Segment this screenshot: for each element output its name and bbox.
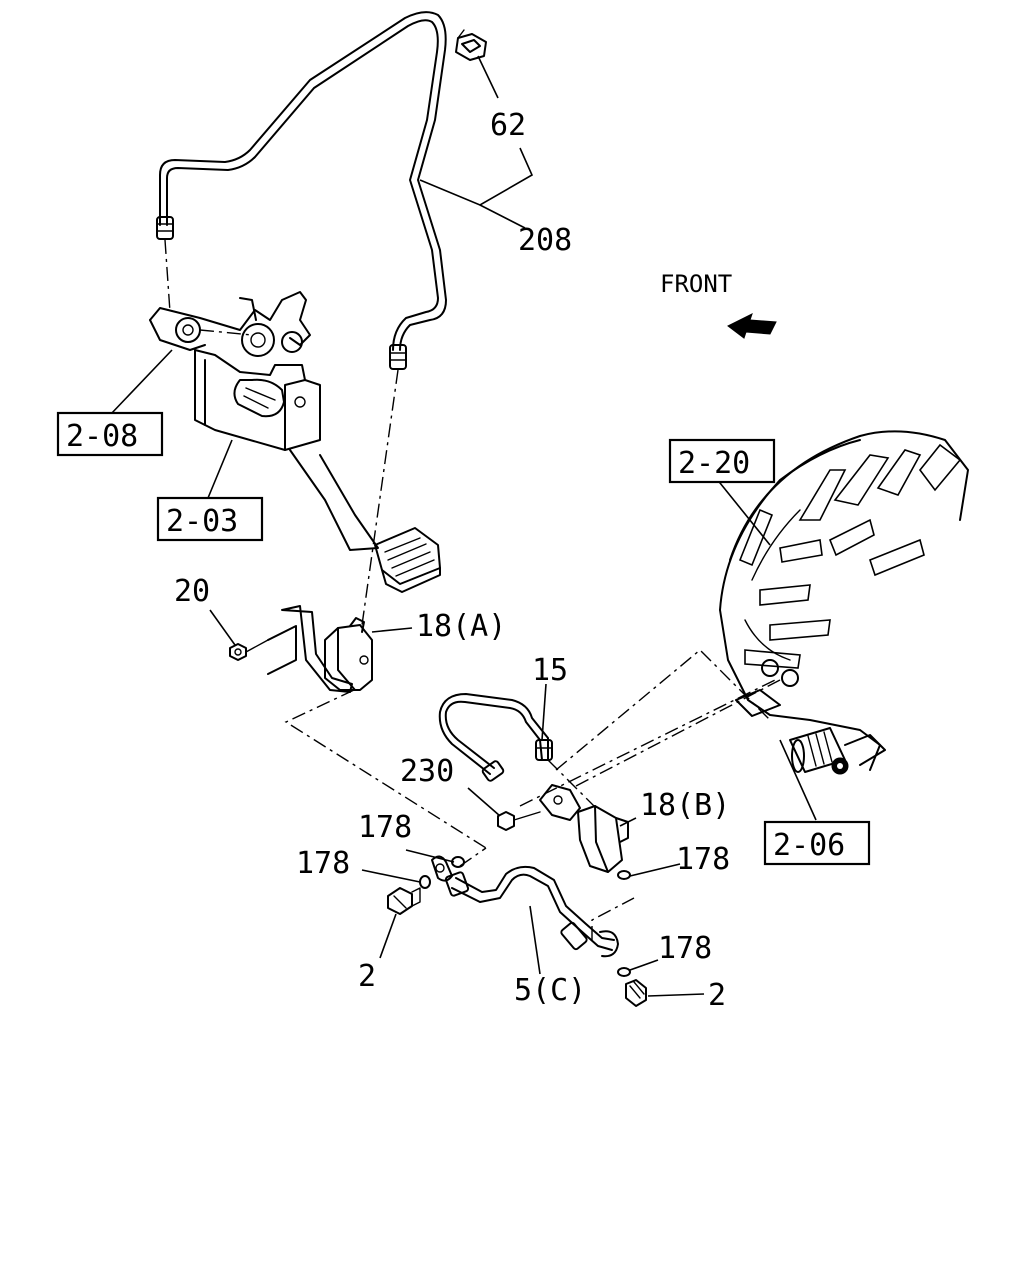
callout-208: 208 <box>518 223 572 258</box>
callout-18a: 18(A) <box>416 609 506 644</box>
callout-62: 62 <box>490 108 526 143</box>
release-cylinder <box>789 727 886 775</box>
ref-2-03-label: 2-03 <box>166 504 238 539</box>
callout-178-upper: 178 <box>358 810 412 845</box>
washer-178-right <box>617 870 631 880</box>
callout-178-left: 178 <box>296 846 350 881</box>
ref-2-08-label: 2-08 <box>66 419 138 454</box>
eye-bolt-2-right <box>625 979 647 1007</box>
ref-box-2-08[interactable]: 2-08 <box>56 411 164 457</box>
ref-box-2-06[interactable]: 2-06 <box>763 820 871 866</box>
callout-15: 15 <box>532 653 568 688</box>
front-indicator: FRONT <box>660 270 777 339</box>
ref-box-2-03[interactable]: 2-03 <box>156 496 264 542</box>
ref-2-20-label: 2-20 <box>678 446 750 481</box>
clutch-hose-5c <box>431 855 619 958</box>
callout-5c: 5(C) <box>514 973 586 1008</box>
callout-20: 20 <box>174 574 210 609</box>
clutch-pipe-208 <box>156 11 447 370</box>
bolt-230 <box>497 811 541 831</box>
master-cylinder-18a <box>324 617 373 691</box>
clutch-pedal-bracket <box>149 291 441 593</box>
callout-2-left: 2 <box>358 959 376 994</box>
slave-cylinder-18b <box>539 784 629 873</box>
clip-62 <box>455 29 487 61</box>
callout-18b: 18(B) <box>640 788 730 823</box>
ref-box-2-20[interactable]: 2-20 <box>668 438 776 484</box>
assembly-lines <box>164 239 781 940</box>
eye-bolt-2-left <box>387 887 421 915</box>
clutch-pipe-15 <box>438 693 553 782</box>
ref-2-06-label: 2-06 <box>773 828 845 863</box>
callout-178-lower: 178 <box>658 931 712 966</box>
mount-bracket <box>245 605 353 693</box>
front-label: FRONT <box>660 270 732 298</box>
callout-2-right: 2 <box>708 978 726 1013</box>
callout-230: 230 <box>400 754 454 789</box>
washer-178-left <box>419 875 431 889</box>
washer-178-lower <box>617 967 631 977</box>
nut-20 <box>229 643 247 661</box>
arrow-left-icon <box>727 313 777 339</box>
leader-lines <box>109 55 817 997</box>
callout-178-right: 178 <box>676 842 730 877</box>
